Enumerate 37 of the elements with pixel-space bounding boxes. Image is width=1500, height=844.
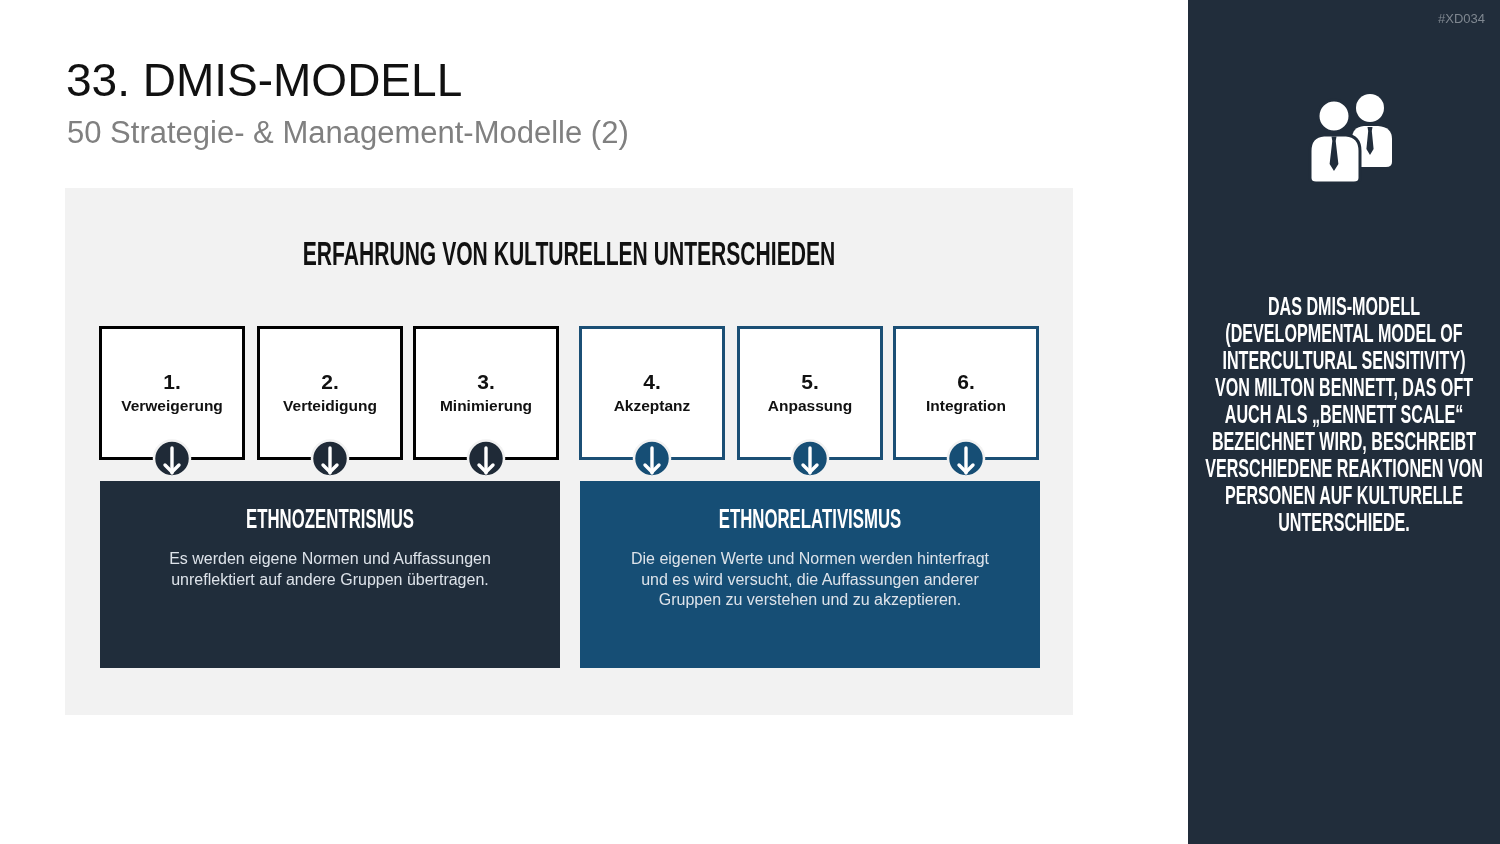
category-description: Es werden eigene Normen und Auffassungen unreflektiert auf andere Gruppen übertragen. bbox=[168, 549, 492, 590]
arrow bbox=[163, 446, 181, 475]
stage-name: Verteidigung bbox=[283, 396, 377, 415]
stage-box bbox=[579, 326, 725, 460]
arrow bbox=[477, 446, 495, 475]
stage-name: Verweigerung bbox=[121, 396, 223, 415]
stage-name: Anpassung bbox=[767, 396, 853, 415]
stage-number: 4. bbox=[643, 370, 661, 394]
slide-code: #XD034 bbox=[1438, 11, 1485, 26]
stage-box bbox=[257, 326, 403, 460]
stage-box bbox=[737, 326, 883, 460]
category-description: Die eigenen Werte und Normen werden hinterfragt und es wird versucht, die Auffassungen anderer Gruppen zu verstehen und zu akzeptieren. bbox=[629, 549, 991, 610]
stage-number: 1. bbox=[163, 370, 181, 394]
arrow bbox=[643, 446, 661, 475]
stage-box bbox=[99, 326, 245, 460]
description-text: DAS DMIS-MODELL (DEVELOPMENTAL MODEL OF INTERCULTURAL SENSITIVITY) VON MILTON BENNETT, DAS OFT AUCH ALS „BENNETT SCALE“ BEZEICHNET WIRD, BESCHREIBT VERSCHIEDENE REAKTIONEN VON PERSONEN AUF KULTURELLE UNTERSCHIEDE. bbox=[1205, 293, 1483, 536]
diagram-panel bbox=[65, 188, 1073, 715]
category-heading: ETHNORELATIVISMUS bbox=[718, 503, 902, 535]
stage-name: Integration bbox=[925, 396, 1007, 415]
category-panel bbox=[100, 481, 560, 668]
stage-number: 2. bbox=[321, 370, 339, 394]
stage-name: Akzeptanz bbox=[613, 396, 691, 415]
sidebar-panel bbox=[1188, 0, 1500, 844]
stage-number: 3. bbox=[477, 370, 495, 394]
stage-number: 6. bbox=[957, 370, 975, 394]
stage-box bbox=[413, 326, 559, 460]
stage-number: 5. bbox=[801, 370, 819, 394]
category-panel bbox=[580, 481, 1040, 668]
slide-subtitle: 50 Strategie- & Management-Modelle (2) bbox=[67, 115, 629, 151]
arrow bbox=[801, 446, 819, 475]
arrow bbox=[957, 446, 975, 475]
slide-title: 33. DMIS-MODELL bbox=[66, 53, 463, 108]
arrow bbox=[321, 446, 339, 475]
category-heading: ETHNOZENTRISMUS bbox=[246, 503, 414, 535]
stage-name: Minimierung bbox=[439, 396, 533, 415]
stage-box bbox=[893, 326, 1039, 460]
diagram-heading: ERFAHRUNG VON KULTURELLEN UNTERSCHIEDEN bbox=[302, 234, 836, 272]
